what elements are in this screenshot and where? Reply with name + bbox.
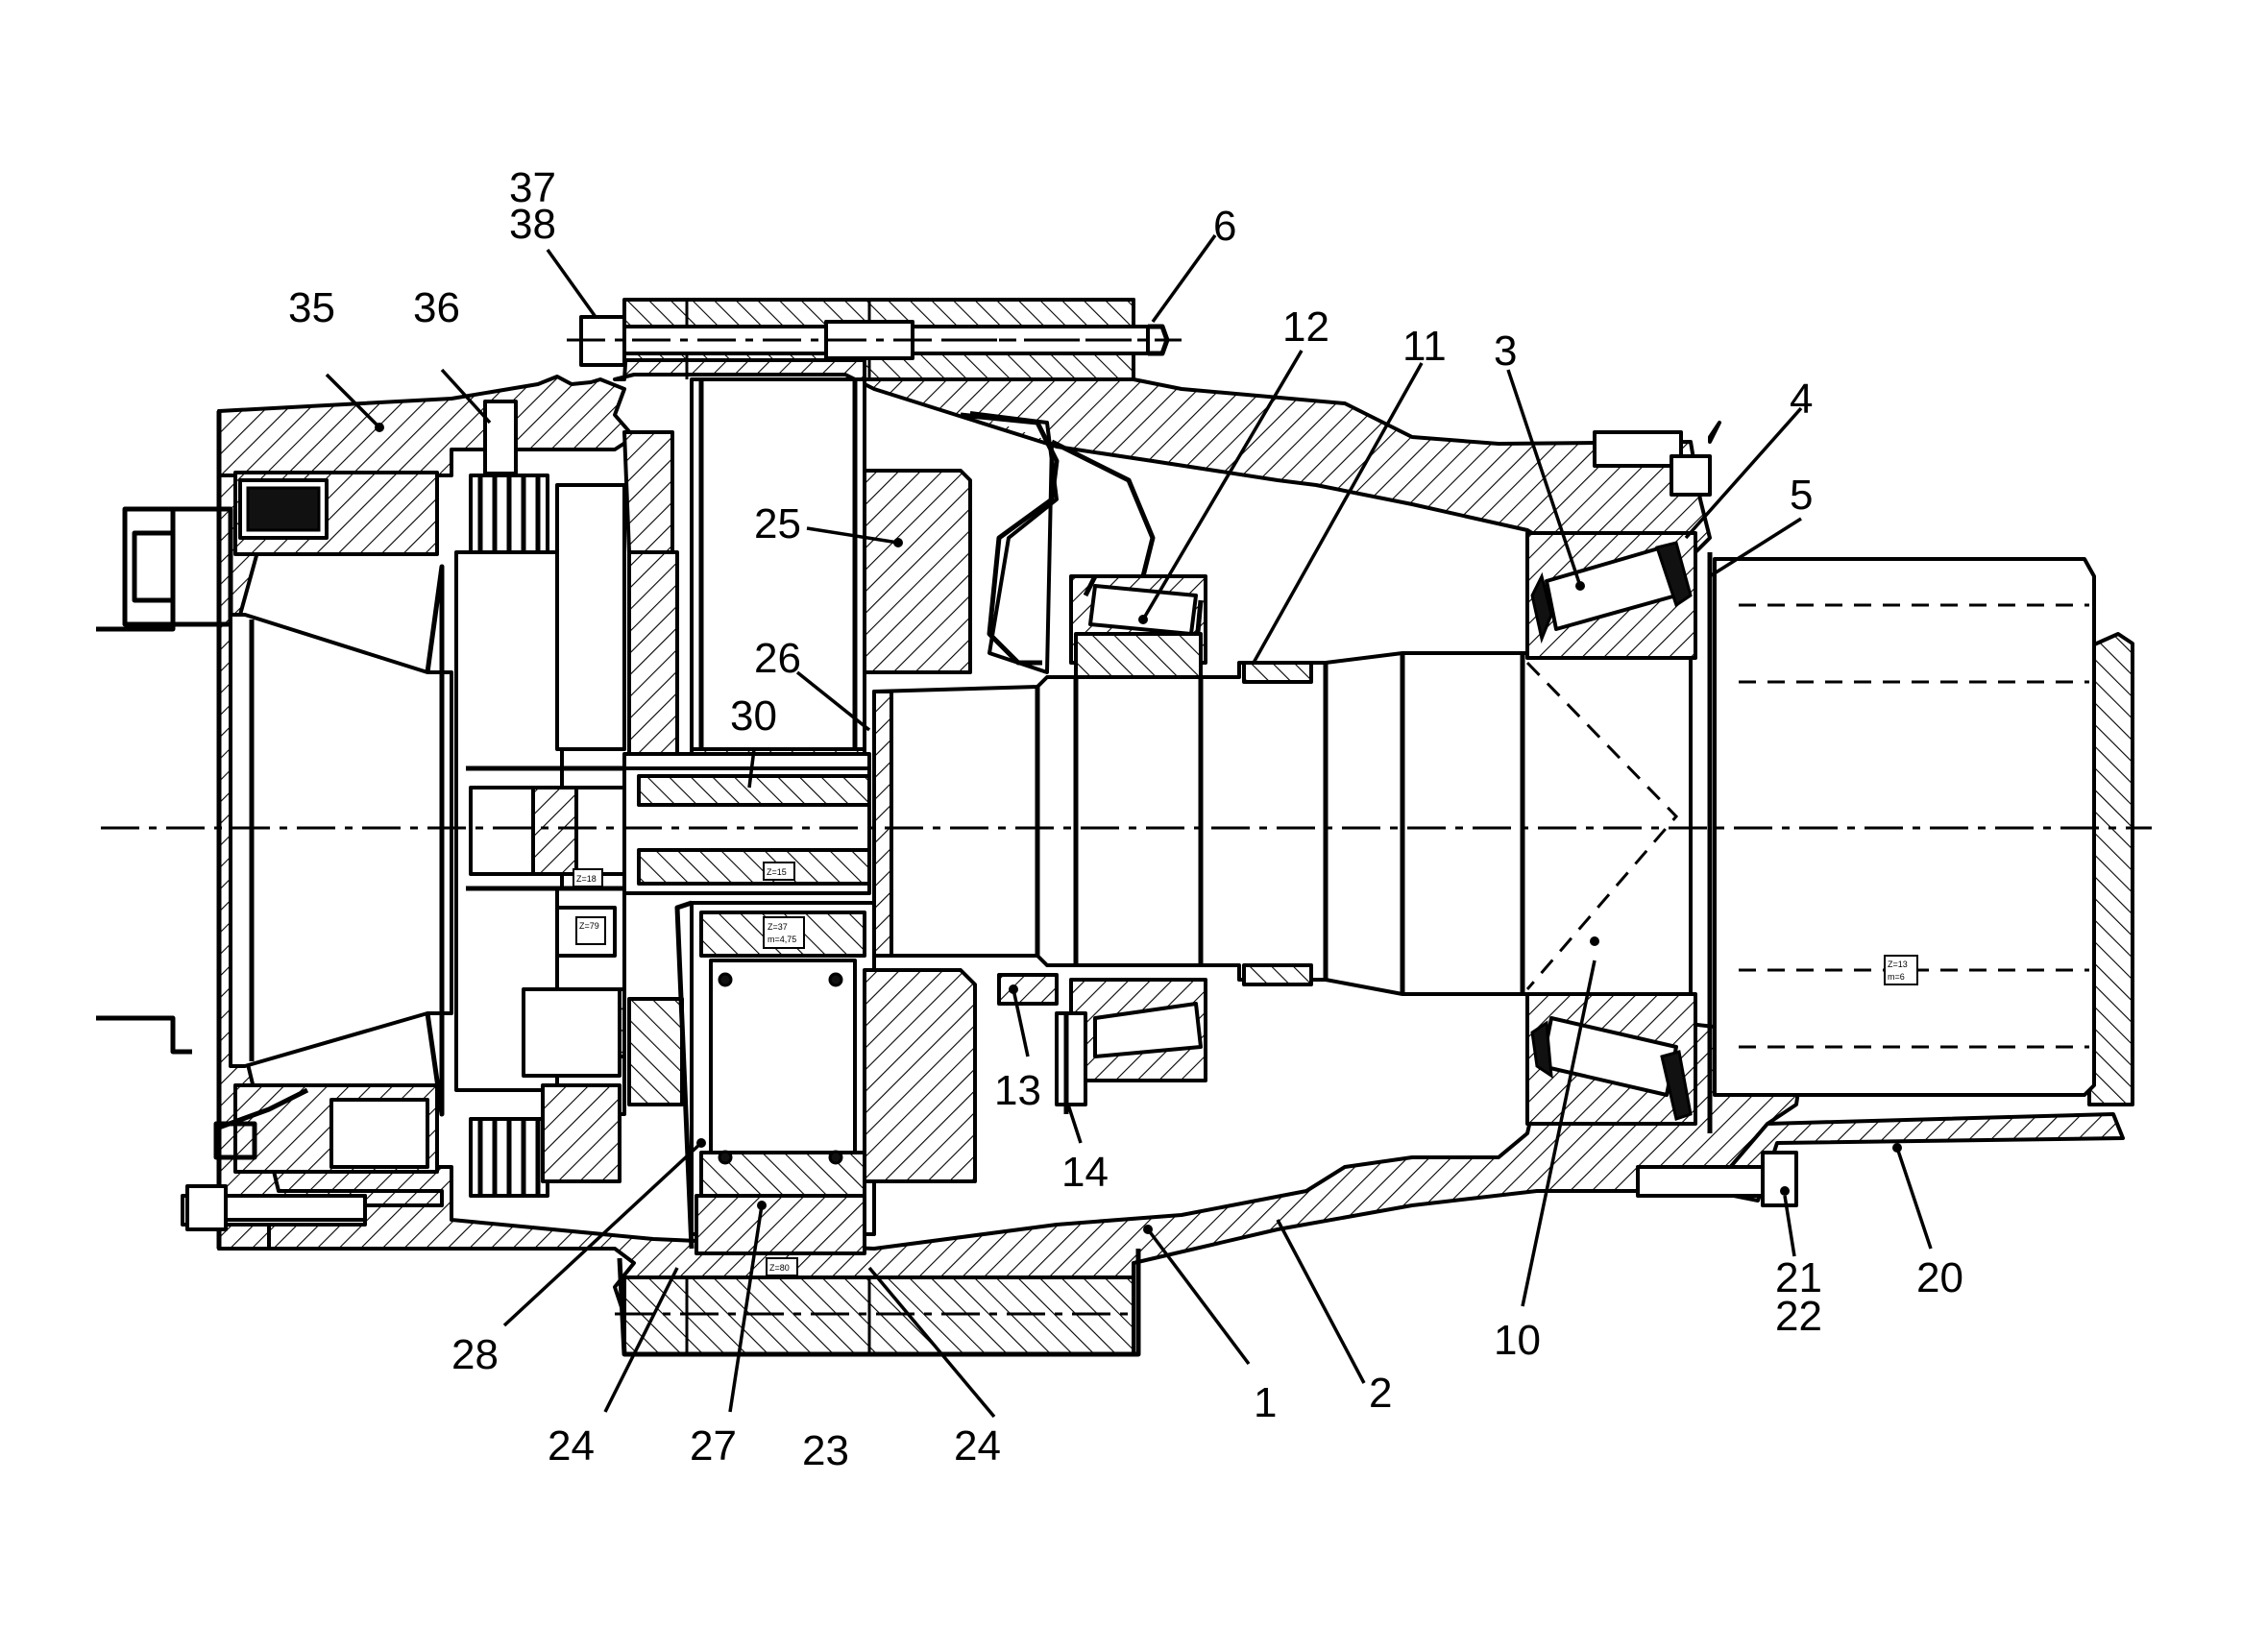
label-1: 1 bbox=[1254, 1379, 1277, 1426]
label-26: 26 bbox=[754, 635, 801, 682]
output-shaft bbox=[872, 651, 1693, 996]
label-4: 4 bbox=[1790, 376, 1813, 423]
first-stage-carrier bbox=[454, 483, 684, 1183]
gear-tag-z80: Z=80 bbox=[766, 1257, 798, 1276]
svg-text:m=4,75: m=4,75 bbox=[768, 935, 796, 944]
svg-text:Z=37: Z=37 bbox=[768, 922, 788, 932]
ring-13-14 bbox=[997, 973, 1087, 1114]
svg-text:Z=13: Z=13 bbox=[1888, 960, 1908, 969]
label-6: 6 bbox=[1213, 203, 1236, 250]
label-3: 3 bbox=[1494, 328, 1517, 375]
brake-disc-stack-bottom bbox=[469, 1117, 549, 1198]
bolt-21-22 bbox=[1636, 1151, 1798, 1207]
label-28: 28 bbox=[451, 1331, 499, 1378]
svg-text:Z=80: Z=80 bbox=[769, 1263, 790, 1273]
bearing-3-bottom bbox=[1525, 992, 1697, 1126]
label-36: 36 bbox=[413, 284, 460, 331]
bolt-lower-left bbox=[185, 1184, 367, 1231]
seal-11 bbox=[1242, 661, 1313, 986]
spring-brake-pack bbox=[96, 400, 549, 1227]
label-30: 30 bbox=[730, 692, 777, 740]
label-11: 11 bbox=[1402, 323, 1447, 370]
label-22: 22 bbox=[1775, 1293, 1822, 1340]
svg-text:Z=18: Z=18 bbox=[576, 874, 597, 884]
input-cone bbox=[229, 564, 453, 1117]
bolt-top-right bbox=[1593, 430, 1712, 497]
label-2: 2 bbox=[1369, 1370, 1392, 1417]
part-labels: 37 38 6 35 36 12 11 3 4 5 25 26 30 13 14… bbox=[288, 164, 1963, 1474]
label-13: 13 bbox=[994, 1067, 1041, 1114]
bearing-12-bottom bbox=[1069, 978, 1207, 1082]
gear-tag-z79: Z=79 bbox=[575, 916, 606, 945]
label-37: 37 bbox=[509, 164, 556, 211]
gear-tag-z13: Z=13 m=6 bbox=[1884, 955, 1918, 985]
right-hub-drum bbox=[1707, 552, 2096, 1133]
label-24-right: 24 bbox=[954, 1422, 1001, 1470]
leader-dots bbox=[375, 423, 1902, 1234]
bearing-12-top bbox=[1069, 574, 1207, 679]
label-20: 20 bbox=[1916, 1254, 1963, 1301]
label-24-left: 24 bbox=[548, 1422, 595, 1470]
svg-text:Z=15: Z=15 bbox=[767, 867, 787, 877]
label-5: 5 bbox=[1790, 472, 1813, 519]
brake-disc-stack-top bbox=[469, 474, 549, 559]
label-12: 12 bbox=[1282, 304, 1329, 351]
planet-carrier-25 bbox=[863, 411, 1156, 1183]
label-27: 27 bbox=[690, 1422, 737, 1470]
gear-tag-z18: Z=18 bbox=[573, 868, 603, 887]
bearing-3-top bbox=[1525, 531, 1697, 660]
gear-tag-z37: Z=37 m=4,75 bbox=[763, 916, 805, 949]
label-21: 21 bbox=[1775, 1254, 1822, 1301]
label-10: 10 bbox=[1494, 1317, 1541, 1364]
gear-tag-z15: Z=15 bbox=[763, 862, 795, 881]
svg-text:Z=79: Z=79 bbox=[579, 921, 599, 931]
label-38: 38 bbox=[509, 201, 556, 248]
label-25: 25 bbox=[754, 500, 801, 547]
label-23: 23 bbox=[802, 1427, 849, 1474]
second-stage-planet bbox=[622, 377, 876, 1255]
leader-lines bbox=[325, 233, 1933, 1419]
svg-text:m=6: m=6 bbox=[1888, 972, 1905, 982]
label-35: 35 bbox=[288, 284, 335, 331]
label-14: 14 bbox=[1061, 1149, 1109, 1196]
